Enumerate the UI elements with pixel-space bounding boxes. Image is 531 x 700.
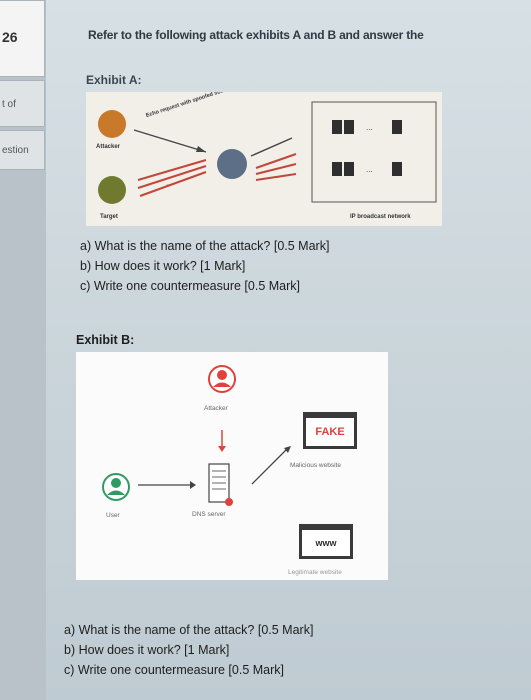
exhibit-a-question-c: c) Write one countermeasure [0.5 Mark] xyxy=(80,279,300,293)
fake-website-box: FAKE xyxy=(303,412,357,449)
legit-label: Legitimate website xyxy=(288,569,342,576)
attacker-label: Attacker xyxy=(204,405,229,412)
malicious-label: Malicious website xyxy=(290,462,341,469)
ellipsis-right: ... xyxy=(274,173,280,180)
question-label: estion xyxy=(2,145,29,156)
packet-label: Echo request with spoofed source IP xyxy=(145,92,239,119)
www-label: www xyxy=(315,538,337,548)
attacker-label: Attacker xyxy=(96,144,121,150)
exhibit-b-question-c: c) Write one countermeasure [0.5 Mark] xyxy=(64,663,284,677)
exhibit-b-question-b: b) How does it work? [1 Mark] xyxy=(64,643,230,657)
attacker-to-router-arrow xyxy=(133,129,207,153)
dns-to-fake-arrow xyxy=(251,447,289,485)
exhibit-a-diagram: Attacker Target Echo request with spoofe… xyxy=(96,83,437,220)
sidebar: 26 t of estion xyxy=(0,0,46,700)
network-hosts-icon xyxy=(332,120,402,176)
target-label: Target xyxy=(100,214,118,220)
hosts-ellipsis-bottom: ... xyxy=(366,165,373,174)
user-label: User xyxy=(106,512,121,519)
exhibit-b-label: Exhibit B: xyxy=(76,333,135,347)
exhibit-b-figure: Attacker DNS server User Malicious websi… xyxy=(76,352,388,580)
exhibit-a-figure: Attacker Target Echo request with spoofe… xyxy=(86,83,442,226)
exhibit-a-question-a: a) What is the name of the attack? [0.5 … xyxy=(80,239,330,253)
fake-label: FAKE xyxy=(315,426,345,438)
exhibit-b-question-a: a) What is the name of the attack? [0.5 … xyxy=(64,623,314,637)
router-to-network-arrow xyxy=(250,137,293,157)
flag-question-box[interactable]: estion xyxy=(0,130,45,170)
broadcast-network-box xyxy=(311,101,437,203)
reply-arrows-target xyxy=(137,159,207,197)
target-node-icon xyxy=(98,176,126,204)
exhibit-b-questions: a) What is the name of the attack? [0.5 … xyxy=(64,620,313,680)
exhibit-a-question-b: b) How does it work? [1 Mark] xyxy=(80,259,246,273)
legit-website-box: www xyxy=(299,524,353,559)
hosts-ellipsis-top: ... xyxy=(366,123,373,132)
network-label: IP broadcast network xyxy=(350,214,411,220)
exhibit-b-diagram: Attacker DNS server User Malicious websi… xyxy=(102,365,342,576)
attacker-node-icon xyxy=(98,110,126,138)
exhibit-a-questions: a) What is the name of the attack? [0.5 … xyxy=(80,236,329,296)
dns-label: DNS server xyxy=(192,511,226,518)
exhibit-a-label: Exhibit A: xyxy=(86,73,142,87)
out-of-label: t of xyxy=(2,99,16,110)
question-instruction: Refer to the following attack exhibits A… xyxy=(88,28,424,42)
ellipsis-left: ... xyxy=(166,180,172,187)
question-number-box[interactable]: 26 xyxy=(0,0,45,77)
router-icon xyxy=(217,149,247,179)
points-box: t of xyxy=(0,80,45,127)
reply-arrows-router xyxy=(255,153,297,181)
arrow-head-icon xyxy=(196,146,206,152)
question-number: 26 xyxy=(2,29,18,45)
